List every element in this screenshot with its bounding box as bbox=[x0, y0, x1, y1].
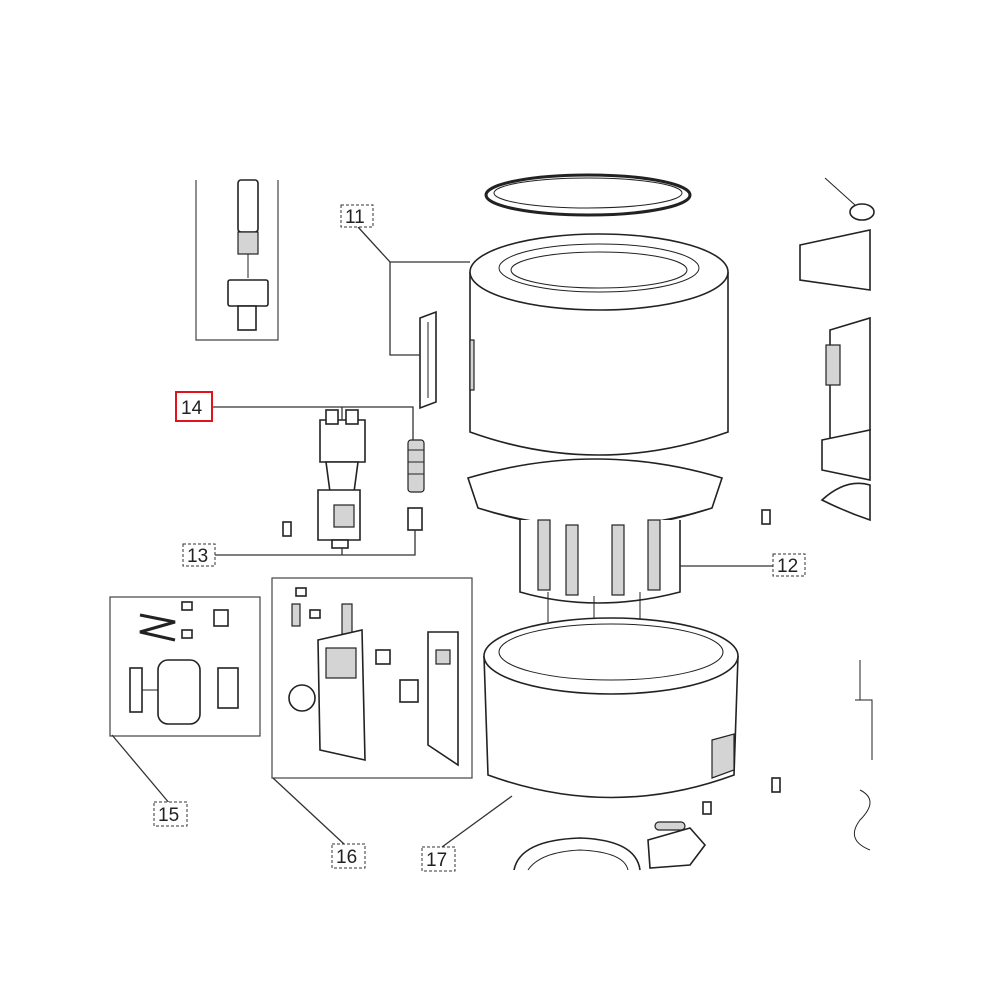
motor-base-part-12 bbox=[466, 458, 724, 626]
right-motor-assembly bbox=[799, 177, 875, 851]
loose-screws bbox=[282, 509, 781, 815]
motor-housing-part-11 bbox=[469, 233, 729, 456]
inset-upper-left bbox=[195, 179, 279, 341]
callout-13-label: 13 bbox=[187, 546, 208, 567]
callout-15-label: 15 bbox=[158, 805, 179, 826]
leader-lines bbox=[111, 226, 773, 848]
callout-14-label: 14 bbox=[181, 398, 203, 419]
callout-11-label: 11 bbox=[345, 207, 365, 228]
callout-12-label: 12 bbox=[777, 556, 798, 577]
callout-12: 12 bbox=[772, 553, 806, 577]
label-plate bbox=[419, 310, 437, 410]
callout-17: 17 bbox=[421, 846, 456, 872]
callout-15: 15 bbox=[153, 801, 188, 827]
switch-spring bbox=[407, 439, 425, 531]
bottom-bracket bbox=[647, 821, 707, 869]
callout-11: 11 bbox=[340, 204, 374, 228]
callout-16: 16 bbox=[331, 843, 366, 869]
switch-assembly-part-13-14 bbox=[317, 409, 366, 549]
callout-14-highlighted: 14 bbox=[175, 391, 213, 422]
callout-16-label: 16 bbox=[336, 847, 357, 868]
lower-cylinder-part-17 bbox=[483, 617, 739, 799]
callout-17-label: 17 bbox=[426, 850, 447, 871]
top-ring-gasket bbox=[484, 173, 692, 217]
group-16-frame bbox=[271, 577, 473, 779]
callout-13: 13 bbox=[182, 543, 216, 567]
bottom-ring bbox=[513, 837, 641, 871]
group-15-frame bbox=[109, 596, 261, 737]
